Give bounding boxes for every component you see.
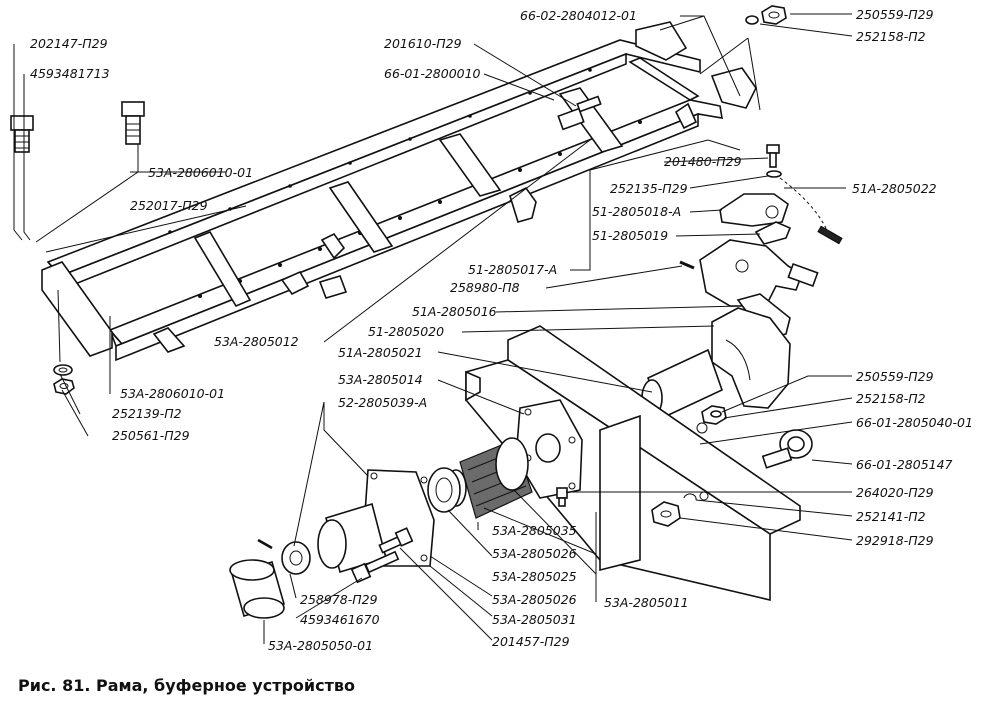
label-l33: 53А-2805035 [492,523,577,538]
rear-cross-member [628,57,700,101]
label-l20: 51А-2805021 [338,345,423,360]
label-l27: 252158-П2 [856,391,926,406]
front-hook-bracket [152,327,186,353]
label-l29: 66-01-2805147 [856,457,953,472]
label-l4: 201610-П29 [384,36,462,51]
cross-member-3 [438,133,502,197]
bolt-4593481713 [121,101,145,145]
rubber-element-53A-2805025 [445,437,533,519]
label-l37: 53А-2805031 [492,612,577,627]
label-l21: 53А-2805014 [338,372,423,387]
grease-fitting-264020 [556,487,568,507]
hook-pin [787,262,819,288]
tow-eye-66-01-2805147 [761,429,813,469]
cross-member-2 [328,181,394,253]
bolt-202147 [10,115,34,153]
label-l25: 250561-П29 [112,428,190,443]
washer-252158-top [745,15,759,25]
label-l3: 252158-П2 [856,29,926,44]
washer-53A-2805026 [427,467,461,513]
label-l15: 51-2805017-А [468,262,557,277]
washer-252139 [53,364,73,376]
bolt-201480 [766,144,780,168]
frame-bolt-201610 [557,95,602,131]
front-bumper-plate [41,261,113,357]
label-l28: 66-01-2805040-01 [856,415,973,430]
label-l7: 4593481713 [30,66,110,81]
chain-pin [817,225,843,245]
label-l24: 252139-П2 [112,406,182,421]
spring-bracket-1 [509,186,537,223]
label-l14: 51-2805019 [592,228,668,243]
label-l16: 258980-П8 [450,280,520,295]
label-l12: 51А-2805022 [852,181,937,196]
spring-bracket-2 [320,232,346,260]
spring-bracket-3 [280,270,310,296]
washer-252135 [766,170,782,178]
label-l9: 252017-П29 [130,198,208,213]
hook-body-51-2805017-A [699,239,803,307]
rear-bracket [674,102,698,130]
label-l10: 201480-П29 [664,154,742,169]
cross-member-4 [558,87,624,153]
label-l41: 201457-П29 [492,634,570,649]
label-l40: 4593461670 [300,612,380,627]
label-l26: 250559-П29 [856,369,934,384]
label-l18: 51-2805020 [368,324,444,339]
washer-252141 [683,493,697,501]
cotter-pin-258980 [679,260,695,270]
castle-nut-258978 [257,538,311,575]
frame-rail-near-lower [115,112,699,362]
cross-member-1 [193,231,252,308]
label-l11: 252135-П29 [610,181,688,196]
label-l5: 66-01-2800010 [384,66,481,81]
frame-assembly [41,21,757,362]
pawl-51-2805019 [754,221,792,245]
spare-wheel-bracket [635,21,688,61]
label-l6: 202147-П29 [30,36,108,51]
label-l32: 292918-П29 [856,533,934,548]
label-l8: 53А-2806010-01 [148,165,253,180]
label-l22: 52-2805039-А [338,395,427,410]
part-labels: 66-02-2804012-01 250559-П29 252158-П2 20… [30,7,973,653]
rear-frame-bracket [710,67,757,109]
label-l13: 51-2805018-А [592,204,681,219]
label-l19: 53А-2805012 [214,334,299,349]
hook-housing-51-2805020 [711,307,791,409]
label-l38: 53А-2805011 [604,595,689,610]
nut-250561 [53,378,75,395]
figure-caption: Рис. 81. Рама, буферное устройство [18,676,355,695]
label-l1: 66-02-2804012-01 [520,8,637,23]
cap-53A-2805050-01 [229,559,285,619]
bolt-201457 [378,527,414,554]
label-l2: 250559-П29 [856,7,934,22]
label-l36: 53А-2805026 [492,592,577,607]
label-l39: 258978-П29 [300,592,378,607]
nut-250559-top [761,5,787,25]
bolt-4593461670 [350,550,400,584]
leader-lines [13,13,853,644]
label-l17: 51А-2805016 [412,304,497,319]
label-l23: 53А-2806010-01 [120,386,225,401]
label-l31: 252141-П2 [856,509,926,524]
label-l35: 53А-2805025 [492,569,577,584]
buffer-housing-53A-2805031 [317,469,435,574]
spring-bracket-4 [318,275,348,299]
label-l34: 53А-2805026 [492,546,577,561]
label-l42: 53А-2805050-01 [268,638,373,653]
label-l30: 264020-П29 [856,485,934,500]
